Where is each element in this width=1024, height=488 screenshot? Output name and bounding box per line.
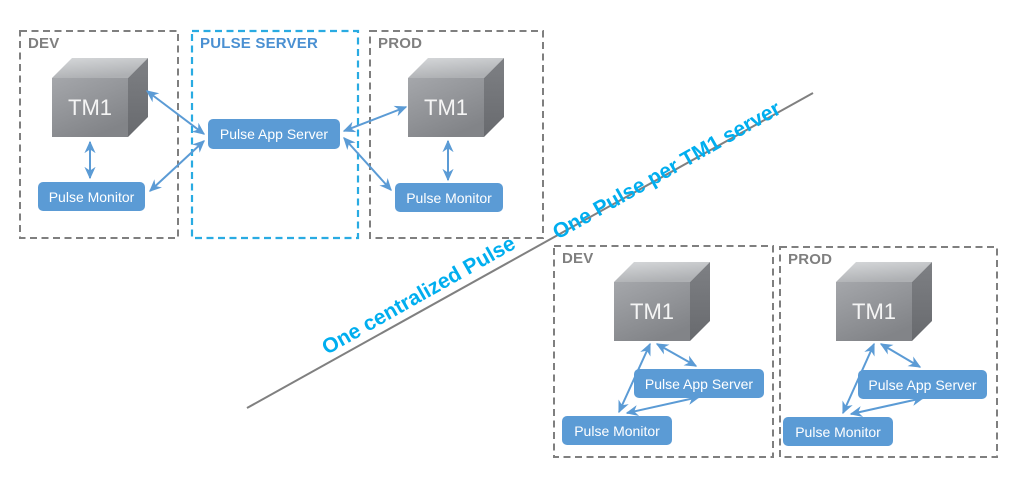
group-title-dev-bottom: DEV	[562, 250, 594, 267]
node-pulse-app-server-dev-bottom: Pulse App Server	[634, 369, 764, 398]
cube-top-face	[408, 58, 504, 78]
node-pulse-monitor-prod-bottom: Pulse Monitor	[783, 417, 893, 446]
arrow-prodbottom-monitor-appserver	[849, 394, 925, 418]
tm1-cube-dev-top: TM1	[52, 58, 148, 137]
group-frame-dev-top	[19, 30, 179, 239]
group-frame-pulse-server	[190, 29, 360, 240]
node-pulse-app-server-central: Pulse App Server	[208, 119, 340, 149]
tm1-label: TM1	[852, 299, 896, 324]
tm1-label: TM1	[68, 95, 112, 120]
cube-right-face	[690, 262, 710, 341]
cube-front-face	[836, 282, 912, 341]
cube-front-face	[408, 78, 484, 137]
cube-front-face	[52, 78, 128, 137]
divider-line	[246, 92, 814, 409]
group-title-pulse-server: PULSE SERVER	[200, 35, 318, 52]
arrow-prodtop-appserver-tm1	[342, 105, 408, 133]
arrow-devbottom-tm1-appserver	[655, 343, 698, 367]
tm1-cube-prod-top: TM1	[408, 58, 504, 137]
arrow-prodtop-appserver-monitor	[343, 137, 392, 191]
group-frame-prod-bottom	[779, 246, 998, 458]
arrow-prodbottom-tm1-appserver	[879, 343, 922, 368]
cube-right-face	[484, 58, 504, 137]
node-pulse-monitor-prod-top: Pulse Monitor	[395, 183, 503, 212]
node-pulse-monitor-dev-bottom: Pulse Monitor	[562, 416, 672, 445]
cube-top-face	[614, 262, 710, 282]
group-title-prod-top: PROD	[378, 35, 423, 52]
group-title-prod-bottom: PROD	[788, 251, 833, 268]
group-frame-dev-bottom	[553, 245, 774, 458]
group-title-dev-top: DEV	[28, 35, 60, 52]
tm1-label: TM1	[630, 299, 674, 324]
group-frame-prod-top	[369, 30, 544, 239]
cube-front-face	[614, 282, 690, 341]
cube-top-face	[836, 262, 932, 282]
node-pulse-app-server-prod-bottom: Pulse App Server	[858, 370, 987, 399]
node-pulse-monitor-dev-top: Pulse Monitor	[38, 182, 145, 211]
cube-right-face	[912, 262, 932, 341]
tm1-cube-prod-bottom: TM1	[836, 262, 932, 341]
cube-right-face	[128, 58, 148, 137]
arrow-devtop-tm1-appserver	[145, 90, 206, 135]
tm1-cube-dev-bottom: TM1	[614, 262, 710, 341]
tm1-label: TM1	[424, 95, 468, 120]
cube-top-face	[52, 58, 148, 78]
arrow-devtop-monitor-appserver	[149, 140, 205, 192]
arrow-devbottom-monitor-appserver	[625, 393, 701, 417]
